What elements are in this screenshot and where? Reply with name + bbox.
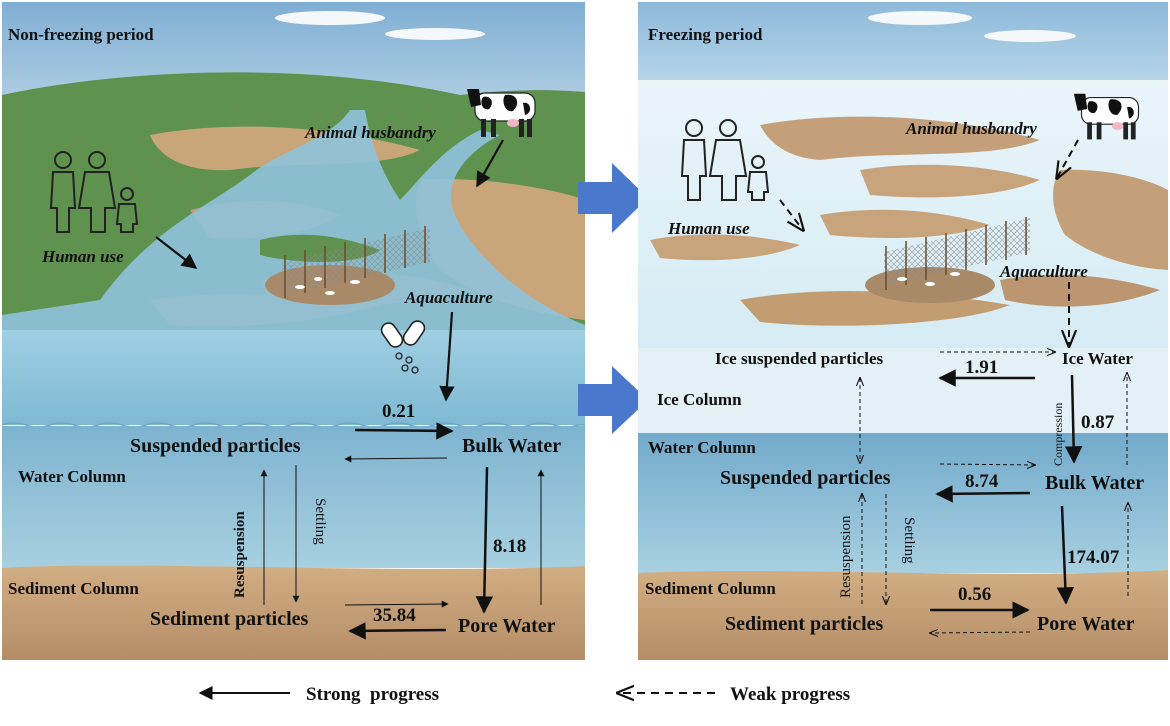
right-aquaculture-pen xyxy=(865,217,1030,303)
arrow-sediment-to-pore xyxy=(344,600,449,608)
left-suspended-particles-label: Suspended particles xyxy=(130,435,301,457)
left-people-icon xyxy=(49,151,139,233)
arrow-human-to-water-weak xyxy=(779,199,803,230)
left-resuspension-label: Resuspension xyxy=(232,511,248,598)
arrow-human-to-water xyxy=(155,236,198,269)
left-pill-icon xyxy=(380,320,426,374)
right-arrows xyxy=(779,139,1128,633)
transition-arrow-landscape xyxy=(578,163,648,233)
right-ice-column xyxy=(638,348,1168,433)
right-mudflat xyxy=(1000,274,1160,307)
right-resuspension-label: Resuspension xyxy=(838,515,854,598)
left-sediment-column-label: Sediment Column xyxy=(8,579,139,598)
left-panel: Non-freezing period Animal husbandry Hum… xyxy=(1,2,585,660)
right-panel-title: Freezing period xyxy=(648,25,763,44)
left-sediment xyxy=(2,565,585,660)
right-flux-0.87: 0.87 xyxy=(1081,412,1115,433)
left-river xyxy=(2,110,585,340)
right-people-icon xyxy=(680,119,770,201)
left-aquaculture-label: Aquaculture xyxy=(404,288,493,307)
arrow-aquaculture-to-bulk xyxy=(439,311,455,402)
right-aquaculture-label: Aquaculture xyxy=(999,262,1088,281)
left-settling-label: Settling xyxy=(312,498,328,545)
left-flux-0.21: 0.21 xyxy=(382,401,415,422)
right-compression-label: Compression xyxy=(1051,403,1065,466)
left-shallow-water xyxy=(2,330,585,425)
arrow-animal-to-water xyxy=(476,139,504,188)
arrow-animal-to-water-weak xyxy=(1057,139,1079,178)
right-animal-husbandry-label: Animal husbandry xyxy=(905,119,1037,138)
right-sediment-particles-label: Sediment particles xyxy=(725,613,884,635)
left-flux-8.18: 8.18 xyxy=(493,536,526,557)
right-water-column-label: Water Column xyxy=(648,438,756,457)
left-sediment-particles-label: Sediment particles xyxy=(150,608,309,630)
arrow-susp-to-bulk-weak xyxy=(939,464,1035,465)
right-mudflat xyxy=(760,116,1040,160)
right-ice-water-label: Ice Water xyxy=(1062,349,1133,368)
right-cloud xyxy=(868,11,972,25)
arrow-pore-to-sediment-weak xyxy=(930,632,1031,633)
right-sediment xyxy=(638,570,1168,660)
right-mudflat xyxy=(650,234,800,261)
right-flux-8.74: 8.74 xyxy=(965,471,999,492)
arrow-susp-to-bulk xyxy=(354,422,454,440)
left-mudflat xyxy=(416,179,585,320)
transition-arrow-column xyxy=(578,366,648,434)
legend-weak-label: Weak progress xyxy=(730,684,850,705)
left-cloud xyxy=(275,11,385,25)
left-human-use-label: Human use xyxy=(41,247,124,266)
right-cow-icon xyxy=(1073,93,1140,140)
right-flux-1.91: 1.91 xyxy=(965,357,998,378)
right-mudflat xyxy=(860,164,1040,198)
arrow-bulk-to-susp xyxy=(344,455,448,463)
right-mudflat xyxy=(1053,169,1168,270)
right-bulk-water-label: Bulk Water xyxy=(1045,472,1144,494)
left-animal-husbandry-label: Animal husbandry xyxy=(304,123,436,142)
legend-strong-label: Strong progress xyxy=(306,684,439,705)
arrow-bulk-to-susp xyxy=(935,485,1031,503)
left-water-column xyxy=(2,426,585,568)
right-cloud xyxy=(984,30,1076,42)
left-cow-icon xyxy=(467,89,536,137)
right-pore-water-label: Pore Water xyxy=(1037,613,1135,635)
right-ice-column-label: Ice Column xyxy=(657,390,742,409)
left-cloud xyxy=(385,28,485,40)
left-arrows xyxy=(155,139,545,640)
arrow-icewater-to-bulk xyxy=(1064,374,1083,464)
arrow-bulk-to-pore xyxy=(1056,505,1075,605)
left-flux-35.84: 35.84 xyxy=(373,605,416,626)
legend: Strong progress Weak progress xyxy=(198,684,850,705)
right-sediment-column-label: Sediment Column xyxy=(645,579,776,598)
right-flux-0.56: 0.56 xyxy=(958,584,991,605)
right-suspended-particles-label: Suspended particles xyxy=(720,467,891,489)
left-bulk-water-label: Bulk Water xyxy=(462,435,561,457)
right-flux-174.07: 174.07 xyxy=(1067,547,1120,568)
right-ice-suspended-particles-label: Ice suspended particles xyxy=(715,349,884,368)
right-human-use-label: Human use xyxy=(667,219,750,238)
left-panel-title: Non-freezing period xyxy=(8,25,154,44)
right-settling-label: Settling xyxy=(901,517,917,564)
arrow-bulk-to-pore xyxy=(475,466,494,614)
left-water-column-label: Water Column xyxy=(18,467,126,486)
right-mudflat xyxy=(820,209,990,238)
left-aquaculture-pen xyxy=(265,226,430,305)
arrow-pore-to-sediment xyxy=(348,622,447,640)
right-panel: Freezing period Animal husbandry Human u… xyxy=(638,2,1168,660)
left-wave-line xyxy=(1,422,585,428)
left-pore-water-label: Pore Water xyxy=(458,615,556,637)
